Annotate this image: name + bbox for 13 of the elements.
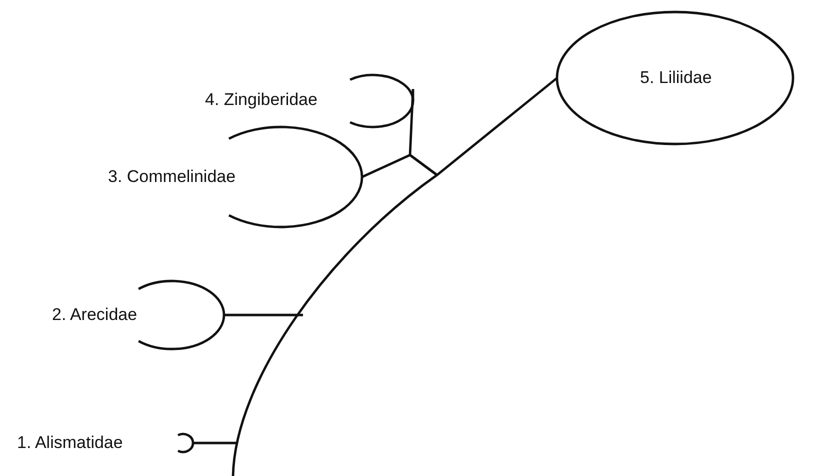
taxon-label: 1. Alismatidae (17, 433, 123, 453)
taxon-label: 5. Liliidae (640, 68, 712, 88)
branch-line (224, 314, 303, 316)
open-ellipse-node (203, 73, 415, 129)
taxon-label: 2. Arecidae (52, 305, 138, 325)
branch-line (232, 77, 558, 476)
open-ellipse-node (50, 279, 226, 351)
open-ellipse-node (15, 431, 195, 455)
branch-line (408, 88, 438, 176)
taxon-label: 3. Commelinidae (108, 167, 236, 187)
branch-line (193, 442, 237, 444)
taxon-label: 4. Zingiberidae (205, 90, 318, 110)
open-ellipse-node (106, 125, 364, 229)
